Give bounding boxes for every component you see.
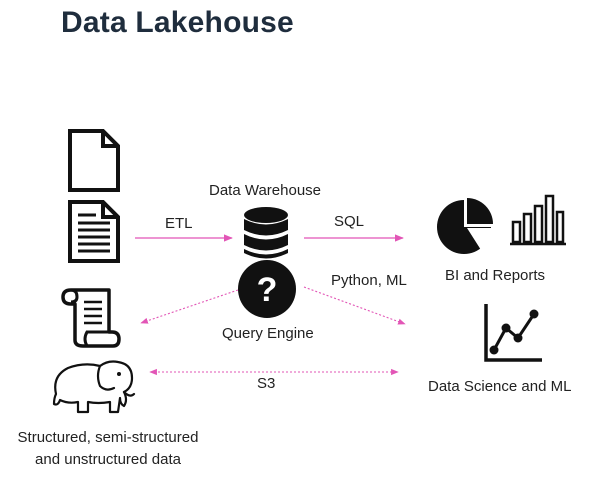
sources-label-line2: and unstructured data <box>35 451 181 468</box>
line-chart-icon <box>484 304 542 362</box>
etl-label: ETL <box>165 215 193 232</box>
elephant-icon <box>52 360 136 414</box>
text-document-icon <box>68 200 120 263</box>
bar-chart-icon <box>510 194 566 246</box>
scroll-icon <box>61 288 121 348</box>
data-science-label: Data Science and ML <box>428 378 572 395</box>
query-engine-label: Query Engine <box>222 325 314 342</box>
question-circle-icon: ? <box>238 260 296 318</box>
s3-label: S3 <box>257 375 276 392</box>
database-icon <box>244 207 288 259</box>
data-warehouse-label: Data Warehouse <box>209 182 322 199</box>
bi-reports-label: BI and Reports <box>445 267 546 284</box>
sources-label-line1: Structured, semi-structured <box>17 429 199 446</box>
svg-text:?: ? <box>257 271 278 309</box>
page-title: Data Lakehouse <box>61 6 294 39</box>
query-engine-to-sources-arrow <box>140 289 239 324</box>
pie-chart-icon <box>437 198 494 254</box>
blank-document-icon <box>68 129 120 192</box>
python-ml-label: Python, ML <box>331 272 407 289</box>
python-ml-arrow <box>303 286 406 325</box>
sql-label: SQL <box>334 213 365 230</box>
